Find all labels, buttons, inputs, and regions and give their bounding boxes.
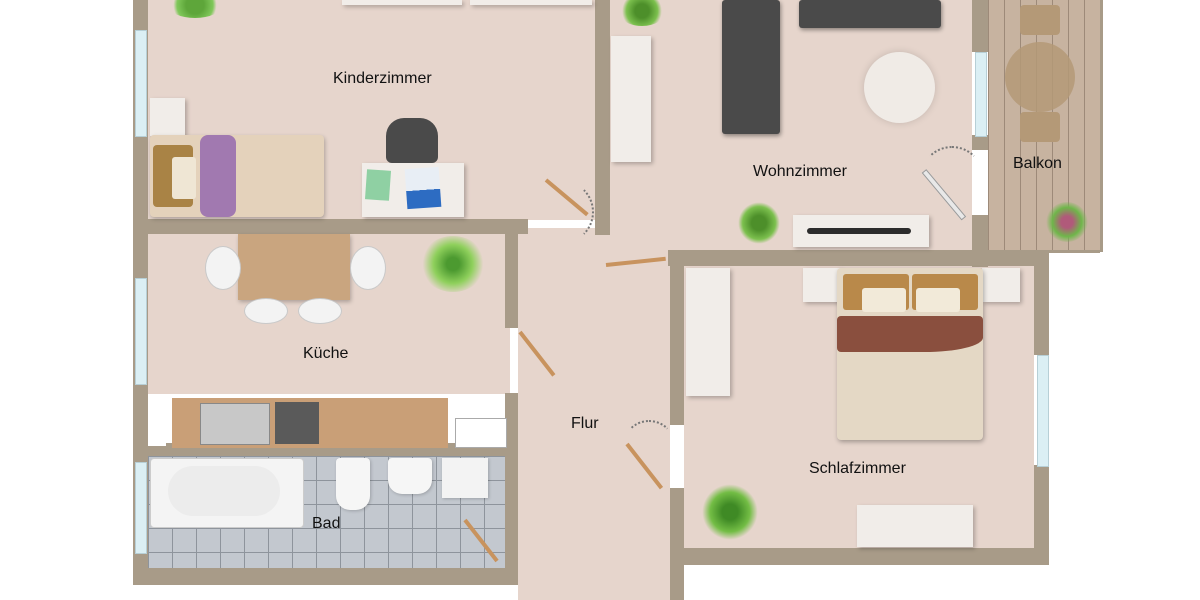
dresser — [857, 505, 973, 547]
notebook — [364, 169, 392, 201]
nightstand — [982, 268, 1020, 302]
coffee-table — [864, 52, 935, 123]
flur-floor — [518, 228, 670, 600]
sofa — [722, 0, 780, 134]
flower-pot — [1046, 202, 1088, 242]
sink — [200, 403, 270, 445]
dining-table — [238, 234, 350, 300]
wall — [133, 568, 518, 585]
chair — [298, 298, 342, 324]
wall — [133, 219, 528, 234]
office-chair — [386, 118, 438, 163]
wall — [668, 250, 1048, 266]
window — [135, 278, 147, 385]
window — [135, 462, 147, 554]
bathtub-basin — [168, 466, 280, 516]
plant-icon — [618, 0, 666, 26]
laptop — [404, 166, 442, 210]
kueche-label: Küche — [303, 345, 349, 362]
nightstand — [803, 268, 841, 302]
door-swing-arc — [920, 146, 984, 210]
duvet — [837, 316, 983, 352]
fridge-slot — [148, 398, 166, 446]
sideboard — [611, 36, 651, 162]
window — [135, 30, 147, 137]
balkon-label: Balkon — [1013, 155, 1062, 172]
patio-chair — [1020, 112, 1060, 142]
wall — [1034, 465, 1049, 565]
plant-icon — [702, 484, 758, 540]
wall — [670, 548, 1049, 565]
shelf — [470, 0, 592, 5]
window — [1037, 355, 1049, 467]
toilet — [336, 458, 370, 510]
wall — [505, 228, 518, 328]
chair — [244, 298, 288, 324]
pillow — [916, 288, 960, 312]
plant-icon — [168, 0, 222, 18]
wall — [670, 488, 684, 600]
patio-table — [1005, 42, 1075, 112]
patio-chair — [1020, 5, 1060, 35]
wohnzimmer-label: Wohnzimmer — [753, 163, 847, 180]
door-swing-arc — [622, 420, 676, 474]
pillow — [862, 288, 906, 312]
pillow — [172, 157, 196, 199]
sofa — [799, 0, 941, 28]
tv — [807, 228, 911, 234]
window — [975, 52, 987, 137]
wall — [972, 135, 988, 150]
door-swing-arc — [530, 180, 594, 244]
blanket — [200, 135, 236, 217]
kinderzimmer-label: Kinderzimmer — [333, 70, 432, 87]
wall — [1034, 250, 1049, 355]
shelf — [342, 0, 462, 5]
washbasin — [388, 458, 432, 494]
chair — [350, 246, 386, 290]
schlafzimmer-label: Schlafzimmer — [809, 460, 906, 477]
plant-icon — [420, 236, 486, 292]
wohnzimmer-floor — [610, 0, 972, 250]
wall — [670, 250, 684, 425]
flur-label: Flur — [571, 415, 599, 432]
washing-machine — [442, 458, 488, 498]
wall — [505, 393, 518, 573]
chair — [205, 246, 241, 290]
wardrobe — [686, 268, 730, 396]
plant-icon — [738, 202, 780, 244]
stove — [275, 402, 319, 444]
bad-label: Bad — [312, 515, 341, 532]
wall — [1100, 0, 1103, 252]
wall — [595, 0, 610, 235]
kitchen-niche — [455, 418, 507, 448]
wall — [972, 0, 988, 52]
nightstand — [150, 98, 185, 136]
